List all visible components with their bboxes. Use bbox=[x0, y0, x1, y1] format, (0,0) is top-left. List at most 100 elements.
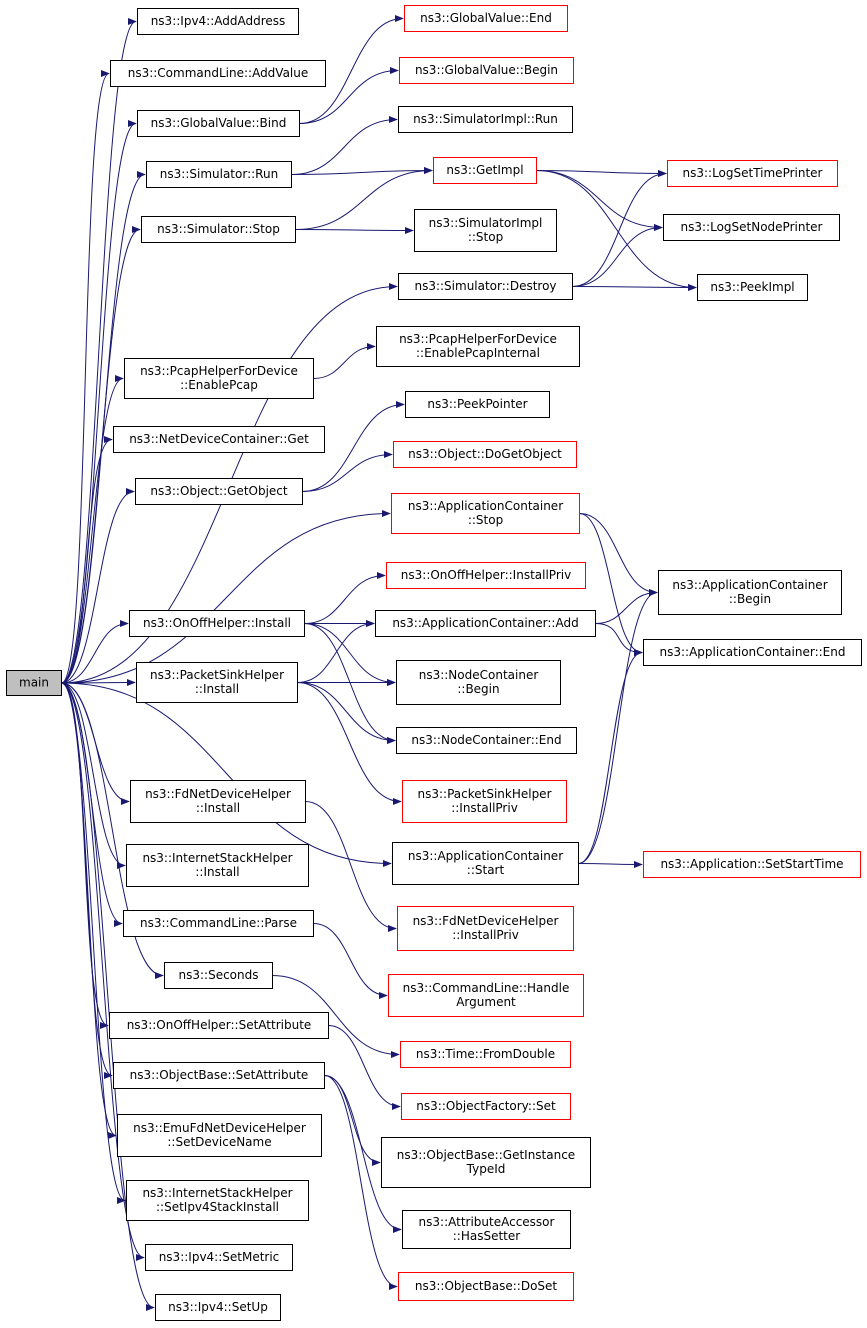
node-box bbox=[391, 493, 580, 534]
edge-onoffhelper-install-to-onoffhelper-installpriv bbox=[304, 571, 386, 624]
node-label: ns3::NodeContainer::End bbox=[411, 733, 561, 747]
node-box bbox=[405, 391, 550, 418]
node-box bbox=[6, 670, 62, 696]
edge-getimpl-to-logsettimeprinter bbox=[536, 169, 667, 178]
node-fdnetdevicehelper-installpriv[interactable]: ns3::FdNetDeviceHelper::InstallPriv bbox=[397, 906, 574, 951]
node-object-dogetobject[interactable]: ns3::Object::DoGetObject bbox=[393, 441, 577, 468]
node-appcontainer-add[interactable]: ns3::ApplicationContainer::Add bbox=[375, 610, 596, 637]
node-globalvalue-end[interactable]: ns3::GlobalValue::End bbox=[404, 5, 568, 32]
node-ipv4-addaddress[interactable]: ns3::Ipv4::AddAddress bbox=[137, 8, 299, 35]
node-onoffhelper-installpriv[interactable]: ns3::OnOffHelper::InstallPriv bbox=[386, 562, 586, 589]
node-fdnetdevicehelper-install[interactable]: ns3::FdNetDeviceHelper::Install bbox=[130, 780, 306, 823]
node-onoffhelper-setattribute[interactable]: ns3::OnOffHelper::SetAttribute bbox=[109, 1012, 329, 1039]
edge-main-to-onoffhelper-setattribute bbox=[61, 682, 109, 1030]
node-simulator-destroy[interactable]: ns3::Simulator::Destroy bbox=[398, 273, 573, 300]
node-label: ns3::ObjectBase::DoSet bbox=[415, 1279, 558, 1293]
node-peekimpl[interactable]: ns3::PeekImpl bbox=[697, 274, 808, 301]
node-label: ns3::AttributeAccessor bbox=[419, 1215, 555, 1229]
edge-main-to-ipv4-setmetric bbox=[61, 682, 145, 1261]
node-label: ns3::CommandLine::Parse bbox=[140, 916, 297, 930]
node-label: ns3::ApplicationContainer bbox=[672, 578, 827, 592]
edge-main-to-object-getobject bbox=[61, 487, 135, 684]
node-label: ::Stop bbox=[468, 230, 503, 244]
node-logsetnodeprinter[interactable]: ns3::LogSetNodePrinter bbox=[663, 214, 840, 241]
edge-main-to-seconds bbox=[61, 682, 164, 980]
edge-packetsinkhelper-install-to-nodecontainer-end bbox=[297, 682, 396, 745]
node-objectbase-setattribute[interactable]: ns3::ObjectBase::SetAttribute bbox=[113, 1062, 325, 1089]
node-box bbox=[141, 216, 296, 243]
edge-simulator-destroy-to-logsettimeprinter bbox=[572, 169, 667, 287]
node-appcontainer-begin[interactable]: ns3::ApplicationContainer::Begin bbox=[658, 570, 842, 615]
node-ipv4-setmetric[interactable]: ns3::Ipv4::SetMetric bbox=[145, 1244, 293, 1271]
node-box bbox=[137, 8, 299, 35]
edge-main-to-ipv4-setup bbox=[61, 682, 155, 1311]
node-label: ns3::CommandLine::AddValue bbox=[128, 66, 309, 80]
node-simulator-stop[interactable]: ns3::Simulator::Stop bbox=[141, 216, 296, 243]
edge-globalvalue-bind-to-globalvalue-end bbox=[299, 14, 404, 124]
edge-simulator-destroy-to-peekimpl bbox=[572, 283, 697, 292]
edge-main-to-appcontainer-start bbox=[61, 682, 392, 868]
edge-main-to-pcaphelper-enablepcap bbox=[61, 374, 124, 684]
node-nodecontainer-end[interactable]: ns3::NodeContainer::End bbox=[396, 727, 577, 754]
node-internetstackhelper-setipv4[interactable]: ns3::InternetStackHelper::SetIpv4StackIn… bbox=[126, 1180, 309, 1221]
node-box bbox=[643, 639, 862, 666]
node-packetsinkhelper-install[interactable]: ns3::PacketSinkHelper::Install bbox=[136, 662, 298, 703]
node-cmdline-addvalue[interactable]: ns3::CommandLine::AddValue bbox=[110, 60, 326, 87]
node-box bbox=[398, 1272, 574, 1301]
node-peekpointer[interactable]: ns3::PeekPointer bbox=[405, 391, 550, 418]
node-onoffhelper-install[interactable]: ns3::OnOffHelper::Install bbox=[129, 610, 305, 637]
node-internetstackhelper-install[interactable]: ns3::InternetStackHelper::Install bbox=[126, 844, 309, 887]
node-main[interactable]: main bbox=[6, 670, 62, 696]
node-appcontainer-start[interactable]: ns3::ApplicationContainer::Start bbox=[392, 842, 579, 885]
node-object-getobject[interactable]: ns3::Object::GetObject bbox=[135, 478, 303, 505]
node-label: ns3::OnOffHelper::InstallPriv bbox=[401, 568, 571, 582]
node-box bbox=[404, 5, 568, 32]
edge-packetsinkhelper-install-to-appcontainer-add bbox=[297, 619, 375, 683]
node-application-setstarttime[interactable]: ns3::Application::SetStartTime bbox=[643, 851, 861, 878]
edge-simulator-run-to-getimpl bbox=[291, 166, 433, 175]
node-simulator-run[interactable]: ns3::Simulator::Run bbox=[146, 161, 292, 188]
node-objectfactory-set[interactable]: ns3::ObjectFactory::Set bbox=[401, 1093, 571, 1120]
edge-getimpl-to-peekimpl bbox=[536, 170, 697, 292]
node-box bbox=[388, 974, 584, 1017]
node-attributeaccessor-hassetter[interactable]: ns3::AttributeAccessor::HasSetter bbox=[402, 1210, 571, 1249]
node-time-fromdouble[interactable]: ns3::Time::FromDouble bbox=[400, 1041, 571, 1068]
node-box bbox=[135, 478, 303, 505]
node-pcaphelper-enablepcap[interactable]: ns3::PcapHelperForDevice::EnablePcap bbox=[124, 358, 314, 399]
node-logsettimeprinter[interactable]: ns3::LogSetTimePrinter bbox=[667, 160, 838, 187]
node-appcontainer-stop[interactable]: ns3::ApplicationContainer::Stop bbox=[391, 493, 580, 534]
node-globalvalue-begin[interactable]: ns3::GlobalValue::Begin bbox=[399, 57, 574, 84]
node-nodecontainer-begin[interactable]: ns3::NodeContainer::Begin bbox=[396, 660, 561, 705]
node-label: ns3::ApplicationContainer bbox=[408, 849, 563, 863]
node-label: ns3::PacketSinkHelper bbox=[150, 668, 284, 682]
node-box bbox=[402, 1210, 571, 1249]
node-objectbase-doset[interactable]: ns3::ObjectBase::DoSet bbox=[398, 1272, 574, 1301]
node-label: ns3::GetImpl bbox=[446, 163, 523, 177]
node-label: ::EnablePcapInternal bbox=[416, 346, 540, 360]
node-seconds[interactable]: ns3::Seconds bbox=[164, 962, 273, 989]
node-label: main bbox=[19, 676, 49, 690]
edge-main-to-onoffhelper-install bbox=[61, 619, 129, 684]
node-packetsinkhelper-installpriv[interactable]: ns3::PacketSinkHelper::InstallPriv bbox=[402, 780, 567, 823]
node-cmdline-parse[interactable]: ns3::CommandLine::Parse bbox=[123, 910, 314, 937]
node-simulatorimpl-run[interactable]: ns3::SimulatorImpl::Run bbox=[398, 106, 573, 133]
node-getimpl[interactable]: ns3::GetImpl bbox=[433, 157, 537, 184]
edge-simulator-stop-to-simulatorimpl-stop bbox=[295, 226, 414, 235]
node-globalvalue-bind[interactable]: ns3::GlobalValue::Bind bbox=[137, 110, 300, 137]
edge-appcontainer-start-to-appcontainer-begin bbox=[578, 588, 658, 864]
node-emufd-setdevicename[interactable]: ns3::EmuFdNetDeviceHelper::SetDeviceName bbox=[117, 1114, 322, 1157]
node-netdevicecontainer-get[interactable]: ns3::NetDeviceContainer::Get bbox=[113, 426, 325, 453]
node-label: ns3::PeekPointer bbox=[427, 397, 527, 411]
node-label: ns3::PacketSinkHelper bbox=[417, 787, 551, 801]
node-ipv4-setup[interactable]: ns3::Ipv4::SetUp bbox=[155, 1294, 281, 1321]
node-label: ::Begin bbox=[457, 682, 499, 696]
node-label: ns3::EmuFdNetDeviceHelper bbox=[133, 1121, 306, 1135]
node-simulatorimpl-stop[interactable]: ns3::SimulatorImpl::Stop bbox=[414, 209, 557, 252]
node-appcontainer-end[interactable]: ns3::ApplicationContainer::End bbox=[643, 639, 862, 666]
node-pcaphelper-enablepcapinternal[interactable]: ns3::PcapHelperForDevice::EnablePcapInte… bbox=[376, 326, 580, 367]
node-label: ns3::Application::SetStartTime bbox=[660, 857, 843, 871]
